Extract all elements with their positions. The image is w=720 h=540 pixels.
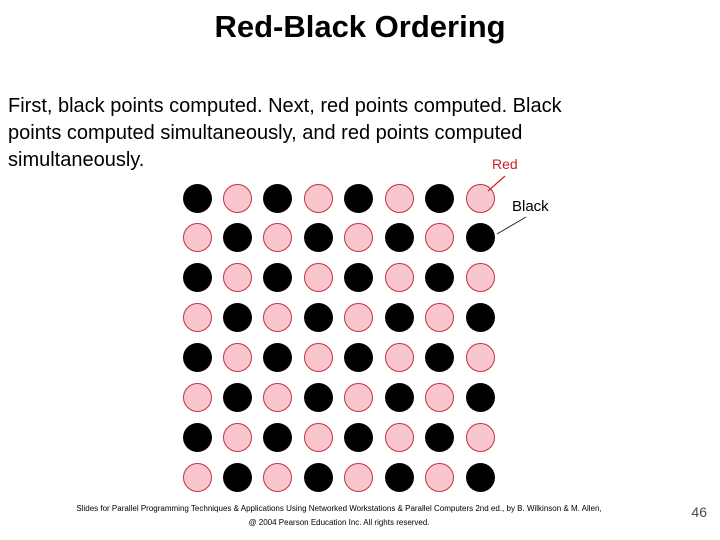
red-point (465, 263, 495, 293)
black-point (303, 303, 333, 333)
black-point (465, 223, 495, 253)
black-point (222, 223, 252, 253)
red-point (222, 422, 252, 452)
red-point (425, 303, 455, 333)
red-point (344, 382, 374, 412)
black-point (384, 303, 414, 333)
black-point (263, 263, 293, 293)
black-point (222, 382, 252, 412)
footer-line-2: @ 2004 Pearson Education Inc. All rights… (248, 518, 430, 527)
red-point (344, 303, 374, 333)
black-point (182, 183, 212, 213)
red-point (222, 183, 252, 213)
red-point (344, 462, 374, 492)
black-point (344, 183, 374, 213)
black-point (222, 303, 252, 333)
black-point (263, 342, 293, 372)
black-point (465, 462, 495, 492)
red-point (303, 422, 333, 452)
red-point (425, 462, 455, 492)
red-label: Red (492, 156, 518, 172)
red-point (384, 263, 414, 293)
footer-line-1: Slides for Parallel Programming Techniqu… (76, 504, 602, 513)
red-point (303, 183, 333, 213)
red-point (263, 462, 293, 492)
red-point (425, 382, 455, 412)
red-point (222, 263, 252, 293)
black-point (263, 422, 293, 452)
black-point (303, 462, 333, 492)
red-point (425, 223, 455, 253)
black-point (465, 303, 495, 333)
black-point (182, 263, 212, 293)
body-line: points computed simultaneously, and red … (8, 122, 523, 144)
red-point (465, 183, 495, 213)
red-point (263, 382, 293, 412)
slide-body-text: First, black points computed. Next, red … (8, 93, 708, 174)
red-point (263, 303, 293, 333)
red-point (222, 342, 252, 372)
black-point (222, 462, 252, 492)
red-point (303, 342, 333, 372)
footer: Slides for Parallel Programming Techniqu… (0, 502, 678, 531)
black-point (182, 422, 212, 452)
black-point (425, 422, 455, 452)
black-point (344, 422, 374, 452)
black-point (303, 382, 333, 412)
red-point (344, 223, 374, 253)
red-point (465, 422, 495, 452)
black-label-leader-line (496, 216, 527, 235)
red-point (182, 223, 212, 253)
red-point (384, 422, 414, 452)
red-point (384, 183, 414, 213)
black-point (425, 183, 455, 213)
body-line: First, black points computed. Next, red … (8, 95, 562, 117)
black-point (384, 462, 414, 492)
black-point (263, 183, 293, 213)
red-point (182, 382, 212, 412)
black-point (425, 342, 455, 372)
red-point (303, 263, 333, 293)
black-label: Black (512, 198, 549, 215)
black-point (303, 223, 333, 253)
black-point (182, 342, 212, 372)
red-point (465, 342, 495, 372)
black-point (465, 382, 495, 412)
black-point (344, 263, 374, 293)
page-number: 46 (691, 504, 707, 520)
body-line: simultaneously. (8, 149, 145, 171)
black-point (384, 223, 414, 253)
black-point (425, 263, 455, 293)
red-point (182, 303, 212, 333)
slide-title: Red-Black Ordering (214, 9, 506, 44)
black-point (384, 382, 414, 412)
red-point (384, 342, 414, 372)
black-point (344, 342, 374, 372)
red-point (182, 462, 212, 492)
red-point (263, 223, 293, 253)
